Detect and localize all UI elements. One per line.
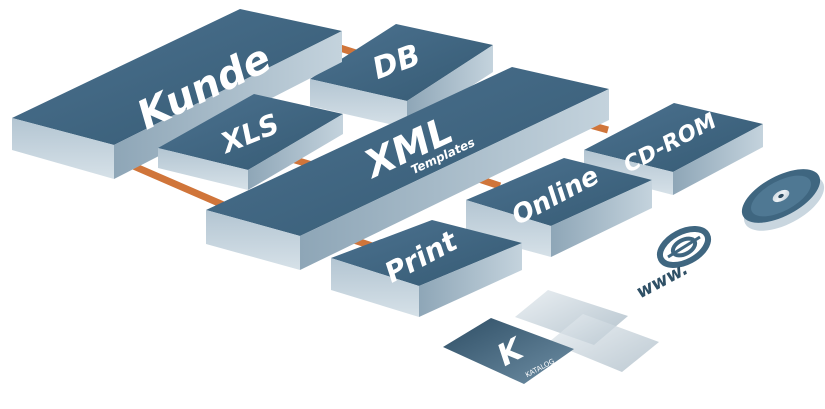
www-globe-icon: www. xyxy=(634,225,712,304)
block-online: Online xyxy=(466,158,652,257)
block-cdrom: CD-ROM xyxy=(584,103,763,195)
block-print: Print xyxy=(331,220,522,317)
block-xml: XML Templates xyxy=(206,67,609,270)
block-xls: XLS xyxy=(158,94,343,190)
cd-disc-icon xyxy=(741,169,825,231)
katalog-brochure-icon: K KATALOG xyxy=(443,290,659,384)
block-db: DB xyxy=(310,24,493,128)
